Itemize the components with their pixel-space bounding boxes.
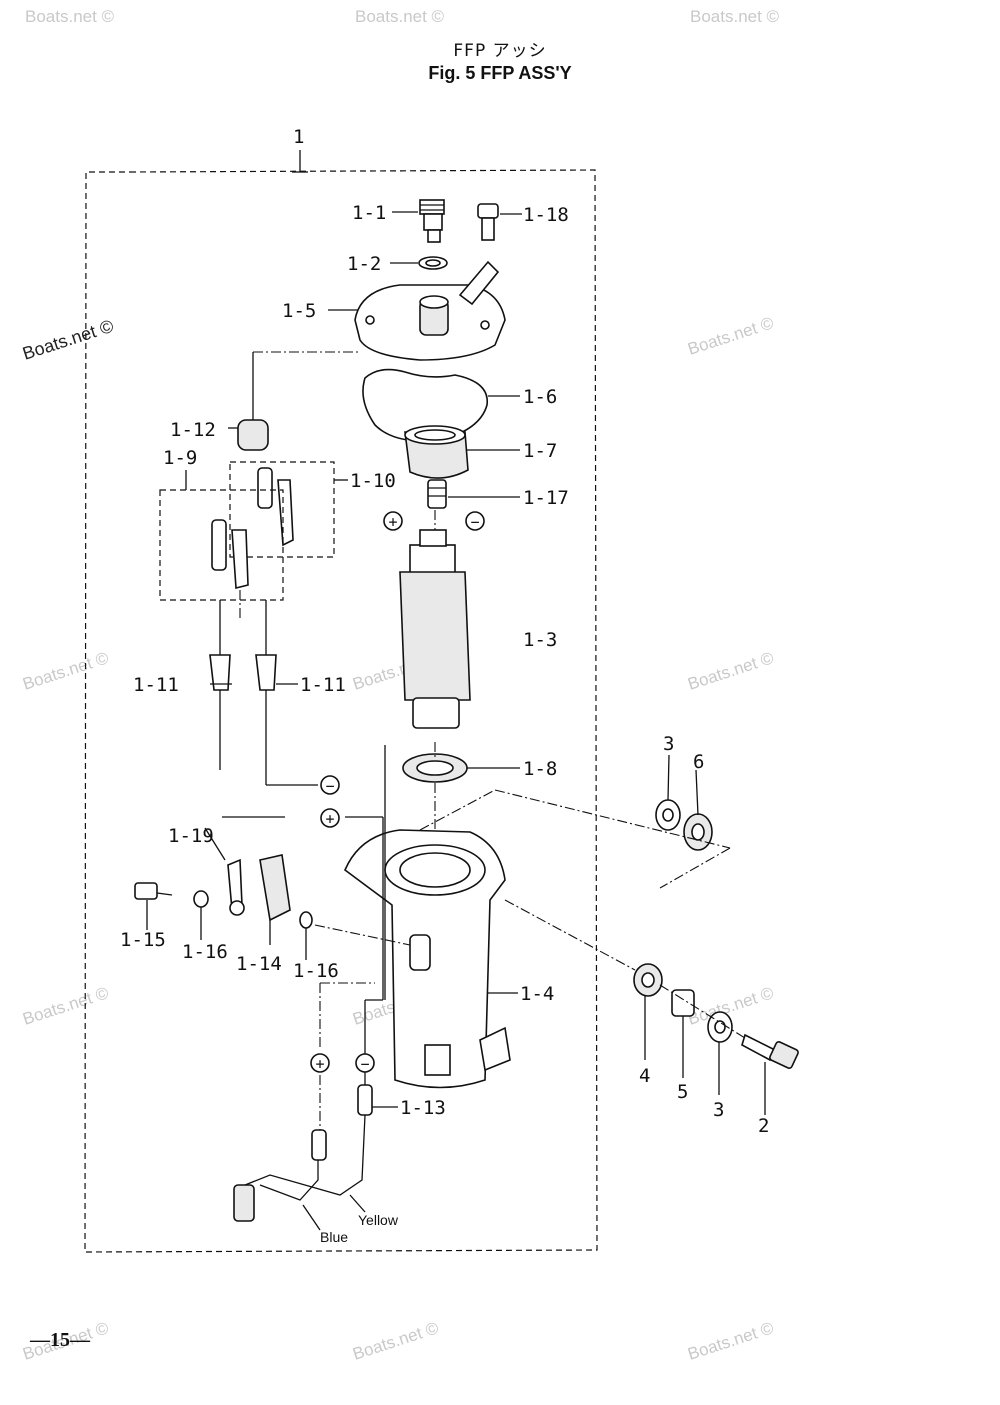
label-1-19: 1-19: [168, 825, 214, 847]
label-1-7: 1-7: [523, 440, 557, 462]
watermark: Boats.net ©: [685, 313, 776, 359]
part-labels: 1 1-1 1-18 1-2 1-5 1-6 1-12 1-7 1-9 1-10…: [120, 126, 769, 1137]
label-1-3: 1-3: [523, 629, 557, 651]
figure-title: FFP アッシ Fig. 5 FFP ASS'Y: [0, 36, 1000, 84]
label-1: 1: [293, 126, 304, 148]
label-1-8: 1-8: [523, 758, 557, 780]
label-1-15: 1-15: [120, 929, 166, 951]
wire-labels: Yellow Blue: [302, 1194, 399, 1245]
wire-label-blue: Blue: [320, 1229, 348, 1245]
svg-text:−: −: [470, 513, 479, 531]
svg-text:+: +: [388, 513, 397, 531]
page-number: —15—: [29, 1329, 91, 1351]
wire-label-yellow: Yellow: [358, 1212, 399, 1228]
label-3: 3: [663, 733, 674, 755]
part-5-collar: [671, 989, 695, 1017]
part-1-19-strap: [227, 858, 245, 916]
svg-text:+: +: [325, 810, 334, 828]
part-1-8-seal: [402, 753, 468, 783]
part-1-15-screw: [134, 882, 173, 900]
label-3: 3: [713, 1099, 724, 1121]
part-3-washer-lower: [707, 1011, 733, 1043]
watermark: Boats.net ©: [685, 648, 776, 694]
part-1-1-fitting: [419, 199, 445, 243]
part-1-2-washer: [418, 256, 448, 270]
label-2: 2: [758, 1115, 769, 1137]
figure-title-japanese: FFP アッシ: [453, 41, 547, 61]
part-1-17-fitting: [427, 479, 447, 509]
leader-lines: [146, 211, 766, 1130]
part-3-washer-upper: [655, 799, 681, 831]
watermark: Boats.net ©: [25, 7, 115, 26]
part-1-14-clip: [259, 854, 291, 945]
watermark: Boats.net ©: [350, 1318, 441, 1364]
label-1-17: 1-17: [523, 487, 569, 509]
plus-symbol: +: [310, 1053, 330, 1073]
label-1-12: 1-12: [170, 419, 216, 441]
part-1-13-harness: [233, 1084, 373, 1222]
part-1-10-terminal-group: [229, 461, 335, 558]
label-1-16: 1-16: [182, 941, 228, 963]
part-1-18-screw: [477, 203, 499, 241]
assembly-boundary: [84, 150, 598, 1253]
label-6: 6: [693, 751, 704, 773]
label-1-2: 1-2: [347, 253, 381, 275]
label-1-14: 1-14: [236, 953, 282, 975]
svg-text:+: +: [315, 1055, 324, 1073]
label-1-6: 1-6: [523, 386, 557, 408]
polarity-symbols: + − − + + −: [310, 511, 485, 1073]
part-1-12-cap: [237, 419, 269, 451]
minus-symbol: −: [355, 1053, 375, 1073]
watermark: Boats.net ©: [20, 983, 111, 1029]
part-4-grommet: [633, 963, 663, 997]
figure-title-english: Fig. 5 FFP ASS'Y: [428, 63, 572, 83]
part-1-16-washers: [193, 890, 313, 929]
part-1-5-cover: [354, 260, 506, 361]
part-1-4-filter-housing: [344, 829, 511, 1089]
minus-symbol: −: [320, 775, 340, 795]
label-1-4: 1-4: [520, 983, 554, 1005]
watermark: Boats.net ©: [20, 648, 111, 694]
part-6-grommet: [683, 813, 713, 851]
part-1-3-fuel-pump: [399, 529, 471, 729]
label-4: 4: [639, 1065, 650, 1087]
svg-text:−: −: [325, 777, 334, 795]
plus-symbol: +: [320, 808, 340, 828]
watermark: Boats.net ©: [690, 7, 780, 26]
part-2-bolt: [741, 1033, 799, 1069]
label-1-9: 1-9: [163, 447, 197, 469]
plus-symbol: +: [383, 511, 403, 531]
part-1-6-gasket: [362, 368, 488, 442]
part-1-9-terminal-group: [159, 489, 284, 601]
label-1-16: 1-16: [293, 960, 339, 982]
watermark: Boats.net ©: [685, 1318, 776, 1364]
part-1-11-connectors: [209, 654, 277, 691]
watermark-dark: Boats.net ©: [20, 316, 116, 364]
label-5: 5: [677, 1081, 688, 1103]
label-1-18: 1-18: [523, 204, 569, 226]
label-1-5: 1-5: [282, 300, 316, 322]
label-1-11: 1-11: [300, 674, 346, 696]
minus-symbol: −: [465, 511, 485, 531]
watermark: Boats.net ©: [355, 7, 445, 26]
label-1-1: 1-1: [352, 202, 386, 224]
label-1-13: 1-13: [400, 1097, 446, 1119]
svg-text:−: −: [360, 1055, 369, 1073]
label-1-10: 1-10: [350, 470, 396, 492]
part-1-7-ring: [404, 425, 469, 479]
label-1-11: 1-11: [133, 674, 179, 696]
